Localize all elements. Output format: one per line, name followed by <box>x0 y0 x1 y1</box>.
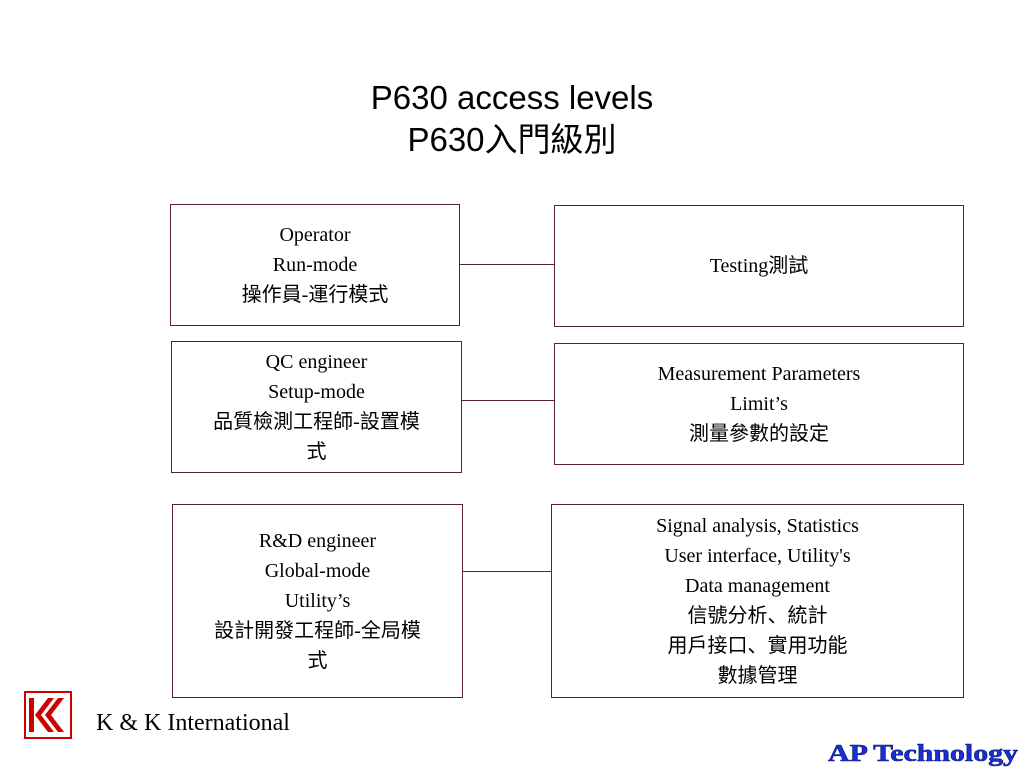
box-text-line: 信號分析、統計 <box>687 605 828 627</box>
level-box-rd-engineer: R&D engineer Global-mode Utility’s 設計開發工… <box>172 504 463 698</box>
page-title-line-1: P630 access levels <box>370 79 654 116</box>
box-text-line: QC engineer <box>265 351 368 373</box>
box-text-line: User interface, Utility's <box>664 545 851 567</box>
box-text-line: 測量參數的設定 <box>689 423 829 445</box>
function-box-testing: Testing測試 <box>554 205 964 327</box>
connector-line-operator <box>460 264 555 265</box>
box-text-line: Measurement Parameters <box>657 363 861 385</box>
level-box-operator: Operator Run-mode 操作員-運行模式 <box>170 204 460 326</box>
brand-text: AP Technology <box>828 741 1018 767</box>
box-text-line: Operator <box>279 224 351 246</box>
box-text-line: R&D engineer <box>258 530 377 552</box>
box-text-line: Signal analysis, Statistics <box>656 515 859 537</box>
connector-line-qc <box>462 400 555 401</box>
page-title-line-2: P630入門級別 <box>407 121 617 158</box>
box-text-line: Run-mode <box>272 254 358 276</box>
connector-line-rd <box>463 571 554 572</box>
ap-technology-wordmark: AP Technology <box>828 741 1019 768</box>
box-text-line: 數據管理 <box>717 665 798 687</box>
box-text-line: Limit’s <box>730 393 788 415</box>
box-text-line: 設計開發工程師-全局模 <box>214 620 421 642</box>
box-text-line: 操作員-運行模式 <box>241 284 389 306</box>
box-text-line: 式 <box>306 441 327 463</box>
box-text-line: Testing測試 <box>709 255 809 277</box>
function-box-measurement-parameters: Measurement Parameters Limit’s 測量參數的設定 <box>554 343 964 465</box>
company-name: K & K International <box>96 710 290 736</box>
box-text-line: 用戶接口、實用功能 <box>667 635 848 657</box>
box-text-line: 品質檢測工程師-設置模 <box>213 411 420 433</box>
level-box-qc-engineer: QC engineer Setup-mode 品質檢測工程師-設置模 式 <box>171 341 462 473</box>
function-box-signal-analysis: Signal analysis, Statistics User interfa… <box>551 504 964 698</box>
box-text-line: Data management <box>685 575 830 597</box>
kk-logo-icon <box>24 691 72 739</box>
box-text-line: Global-mode <box>264 560 371 582</box>
box-text-line: 式 <box>307 650 328 672</box>
box-text-line: Utility’s <box>284 590 351 612</box>
box-text-line: Setup-mode <box>268 381 365 403</box>
